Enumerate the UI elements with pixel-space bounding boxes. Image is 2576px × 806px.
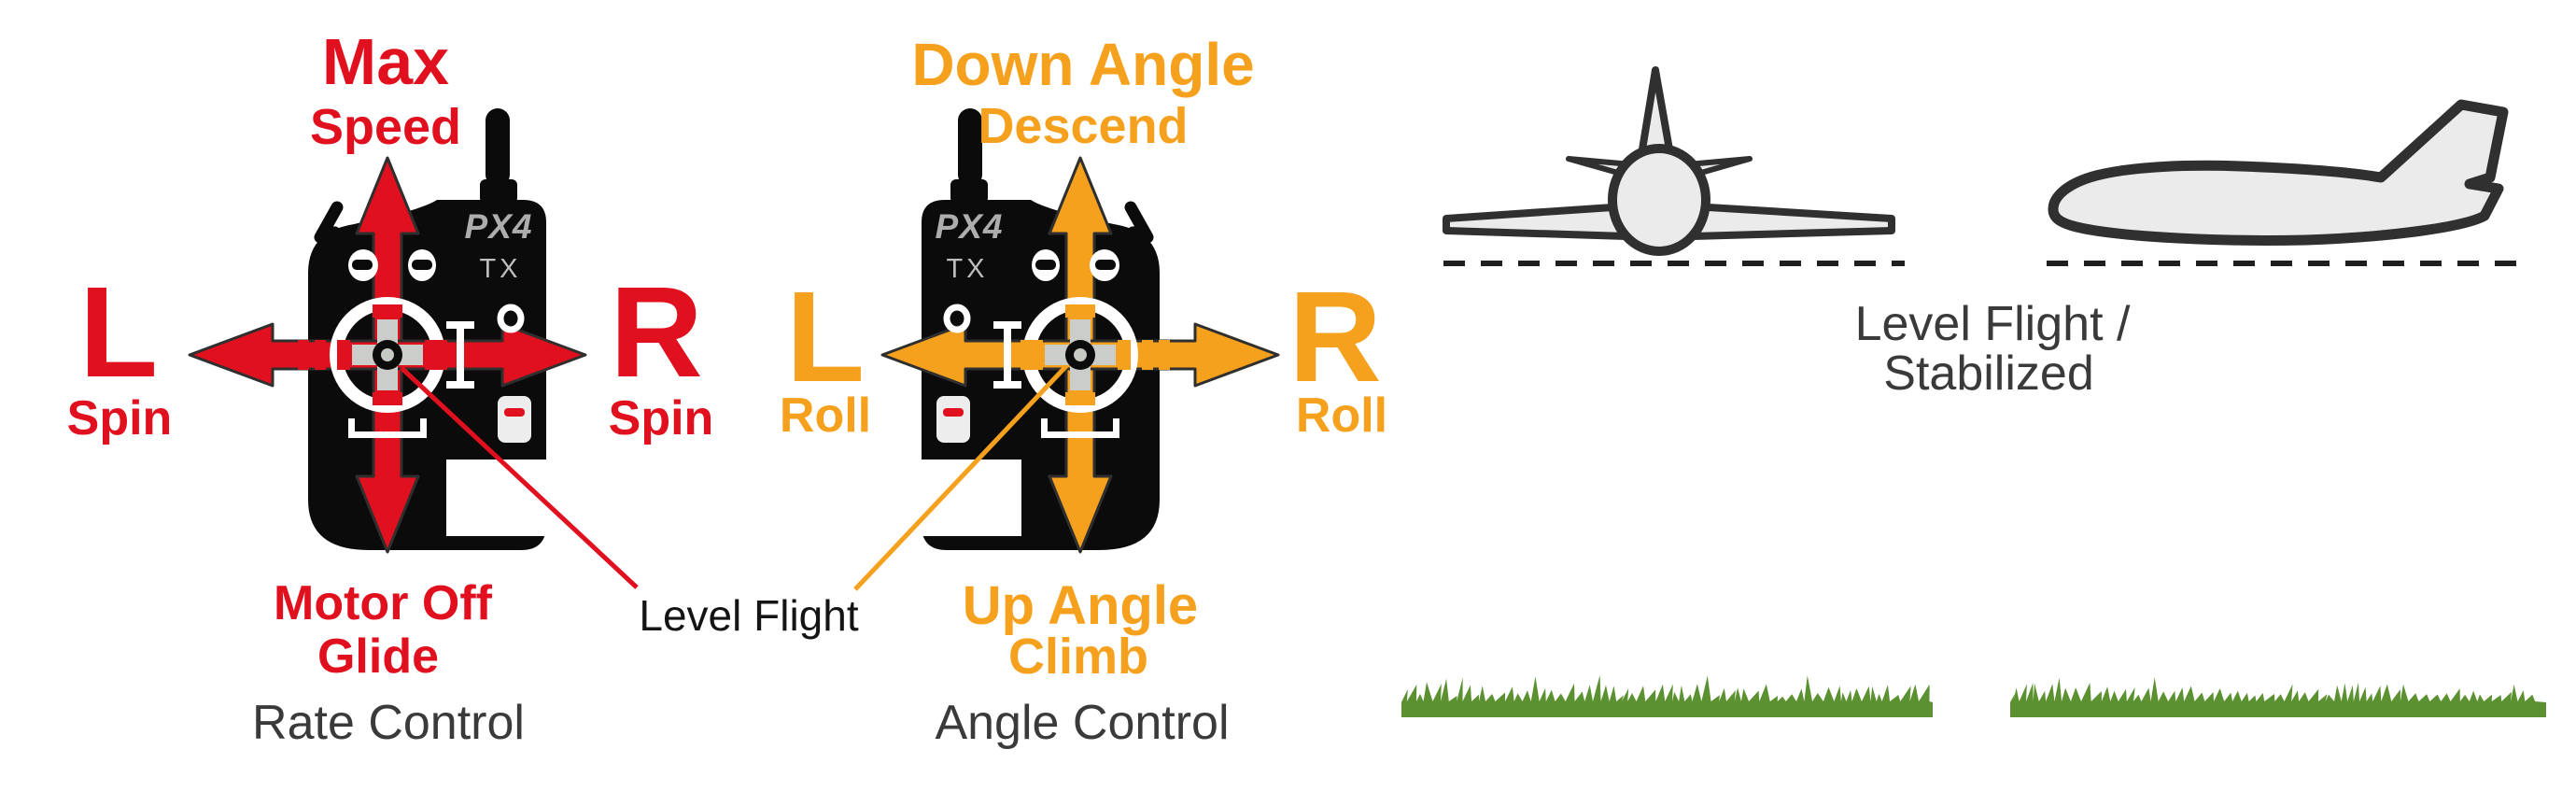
label-descend: Descend xyxy=(978,98,1188,154)
pointer-line-orange xyxy=(853,364,1068,591)
aircraft-section: Level Flight / Stabilized xyxy=(1401,66,2546,717)
label-r-middle: R xyxy=(1288,265,1382,409)
label-glide: Glide xyxy=(317,629,439,684)
rate-control-group: PX4 TX Max Speed L Spin R Spin Motor Off… xyxy=(67,25,714,750)
px4-logo-left: PX4 xyxy=(465,207,533,246)
label-l-left: L xyxy=(79,261,158,404)
plane-front-wing-left xyxy=(1443,203,1630,240)
label-speed: Speed xyxy=(310,99,461,155)
caption-rate-control: Rate Control xyxy=(252,696,525,750)
label-level-flight: Level Flight xyxy=(639,591,858,640)
caption-level-flight-line1: Level Flight / xyxy=(1855,297,2131,351)
pointer-line-red xyxy=(400,366,639,589)
level-flight-callout: Level Flight xyxy=(400,364,1068,640)
tx-label-left: TX xyxy=(479,254,521,284)
label-up-angle: Up Angle xyxy=(963,575,1198,636)
caption-stabilized-line2: Stabilized xyxy=(1883,346,2093,401)
label-roll-left: Roll xyxy=(780,389,871,443)
px4-logo-middle: PX4 xyxy=(936,207,1004,246)
grass-strip-right xyxy=(2010,677,2546,717)
label-l-middle: L xyxy=(786,265,865,409)
angle-control-group: PX4 TX Down Angle Descend L Roll R Roll … xyxy=(780,31,1387,750)
transmitter-middle xyxy=(882,108,1278,552)
rate-labels: Max Speed L Spin R Spin Motor Off Glide xyxy=(67,25,714,684)
angle-labels: Down Angle Descend L Roll R Roll Up Angl… xyxy=(780,31,1387,685)
label-climb: Climb xyxy=(1008,629,1148,685)
grass-strip-left xyxy=(1401,674,1933,717)
plane-front-wing-right xyxy=(1689,203,1895,240)
label-spin-right: Spin xyxy=(609,391,714,445)
stabilized-caption: Level Flight / Stabilized xyxy=(1855,297,2131,401)
plane-front-fin xyxy=(1639,66,1673,153)
plane-front-view xyxy=(1443,66,1895,256)
caption-angle-control: Angle Control xyxy=(935,696,1229,750)
plane-side-view xyxy=(2048,99,2509,246)
tx-label-middle: TX xyxy=(946,254,988,284)
label-spin-left: Spin xyxy=(67,391,173,445)
label-down-angle: Down Angle xyxy=(911,31,1254,98)
plane-front-fuselage xyxy=(1608,144,1710,256)
label-motor-off: Motor Off xyxy=(274,576,493,630)
label-roll-right: Roll xyxy=(1296,389,1387,443)
label-max: Max xyxy=(322,25,449,98)
label-r-left: R xyxy=(610,261,703,404)
